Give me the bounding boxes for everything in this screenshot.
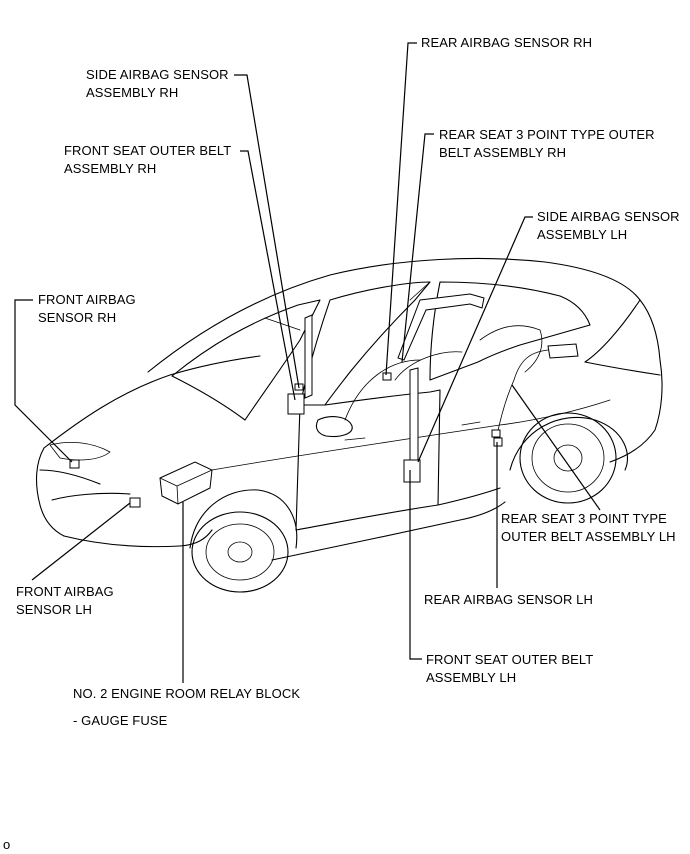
- label-gauge-fuse: - GAUGE FUSE: [73, 713, 168, 728]
- vehicle-outline: [35, 257, 663, 593]
- figure-code: o: [3, 837, 11, 852]
- rear-airbag-sensor-lh-part: [493, 437, 503, 447]
- label-rear-seat-3-point-outer-belt-lh: REAR SEAT 3 POINT TYPE OUTER BELT ASSEMB…: [501, 511, 676, 544]
- rear-airbag-sensor-rh-part: [382, 372, 392, 381]
- label-side-airbag-sensor-assembly-lh: SIDE AIRBAG SENSOR ASSEMBLY LH: [537, 209, 680, 242]
- label-rear-airbag-sensor-rh: REAR AIRBAG SENSOR RH: [421, 35, 593, 50]
- front-airbag-sensor-lh-part: [129, 497, 141, 508]
- label-front-airbag-sensor-rh: FRONT AIRBAG SENSOR RH: [38, 292, 136, 325]
- front-seat-outer-belt-lh-part: [409, 367, 419, 463]
- rear-seat-belt-rh-part: [397, 293, 485, 361]
- label-front-seat-outer-belt-lh: FRONT SEAT OUTER BELT ASSEMBLY LH: [426, 652, 594, 685]
- relay-block-part: [159, 461, 213, 505]
- components: [69, 293, 579, 508]
- label-rear-airbag-sensor-lh: REAR AIRBAG SENSOR LH: [424, 592, 593, 607]
- label-front-seat-outer-belt-rh: FRONT SEAT OUTER BELT ASSEMBLY RH: [64, 143, 232, 176]
- front-airbag-sensor-rh-part: [69, 459, 80, 469]
- side-airbag-sensor-lh-part: [491, 429, 501, 438]
- rear-seat-belt-lh-part: [547, 343, 579, 359]
- label-front-airbag-sensor-lh: FRONT AIRBAG SENSOR LH: [16, 584, 114, 617]
- leader-lines: [14, 42, 601, 683]
- front-seat-outer-belt-rh-part: [304, 314, 313, 399]
- label-rear-seat-3-point-outer-belt-rh: REAR SEAT 3 POINT TYPE OUTER BELT ASSEMB…: [439, 127, 655, 160]
- label-no2-engine-room-relay-block: NO. 2 ENGINE ROOM RELAY BLOCK: [73, 686, 301, 701]
- label-side-airbag-sensor-assembly-rh: SIDE AIRBAG SENSOR ASSEMBLY RH: [86, 67, 229, 100]
